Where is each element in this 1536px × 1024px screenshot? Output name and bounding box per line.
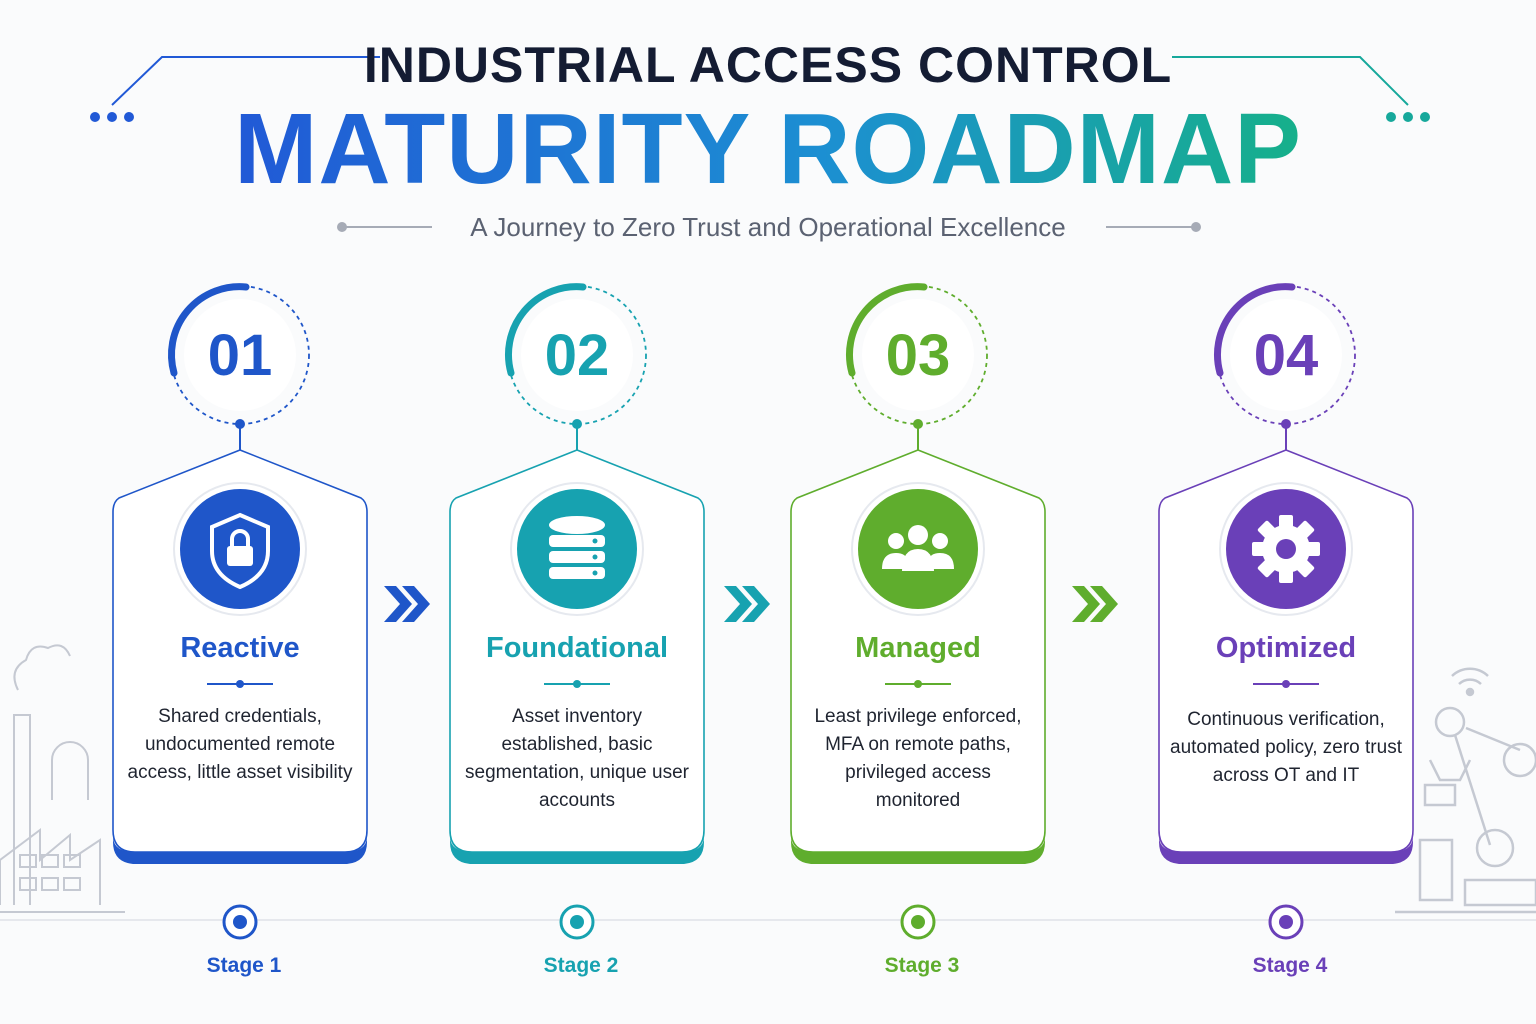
wifi-icon [1451,667,1489,697]
icon-halo [173,482,307,616]
subtitle: A Journey to Zero Trust and Operational … [470,212,1066,242]
connector-dot-bottom [913,461,923,471]
timeline-node-center [570,915,584,929]
chevron-right-icon [724,586,770,622]
icon-circle [858,489,978,609]
connector-dot-bottom [235,461,245,471]
stage-card-base [450,836,704,864]
timeline-node-center [911,915,925,929]
title-top: INDUSTRIAL ACCESS CONTROL [363,37,1173,93]
stage-1-description: Shared credentials, undocumented remote … [127,706,353,783]
stage-4-number: 04 [1253,322,1319,388]
timeline-node [559,904,595,940]
title-main-text: MATURITY ROADMAP [234,93,1302,205]
name-divider-dot [236,680,244,688]
gear-icon [1252,515,1320,583]
factory-illustration [0,644,125,913]
stage-4-label: Stage 4 [1252,954,1328,977]
stage-3-name: Managed [855,632,981,664]
stage-2-name: Foundational [485,632,669,664]
icon-halo [851,482,985,616]
timeline-node [222,904,258,940]
chevron-right-icon [1072,586,1118,622]
icon-circle [180,489,300,609]
stage-4-description: Continuous verification, automated polic… [1170,709,1402,786]
stage-1-number: 01 [207,322,273,388]
stage-3-label: Stage 3 [884,954,960,977]
connector-dot-bottom [572,461,582,471]
chevron-right-icon [384,586,430,622]
robot-arm-illustration [1395,706,1536,914]
name-divider-dot [914,680,922,688]
stage-card-base [113,836,367,864]
icon-circle [1226,489,1346,609]
stage-3-number: 03 [885,322,951,388]
users-group-icon [882,525,954,571]
icon-halo [510,482,644,616]
stage-2-description: Asset inventory established, basic segme… [465,706,689,811]
stage-card-base [791,836,1045,864]
stage-2-label: Stage 2 [543,954,619,977]
stage-2-number: 02 [544,322,610,388]
timeline-node-center [233,915,247,929]
icon-halo [1219,482,1353,616]
stage-3-description: Least privilege enforced, MFA on remote … [814,706,1022,811]
icon-circle [517,489,637,609]
name-divider-dot [1282,680,1290,688]
timeline-node [900,904,936,940]
stage-1-label: Stage 1 [206,954,282,977]
connector-dot-bottom [1281,461,1291,471]
stage-1-name: Reactive [180,632,300,664]
shield-lock-icon [210,512,270,590]
stage-card-base [1159,836,1413,864]
timeline-node-center [1279,915,1293,929]
stage-4-name: Optimized [1215,632,1357,664]
name-divider-dot [573,680,581,688]
timeline-node [1268,904,1304,940]
database-icon [549,516,605,579]
title-main: MATURITY ROADMAP [0,94,1536,204]
